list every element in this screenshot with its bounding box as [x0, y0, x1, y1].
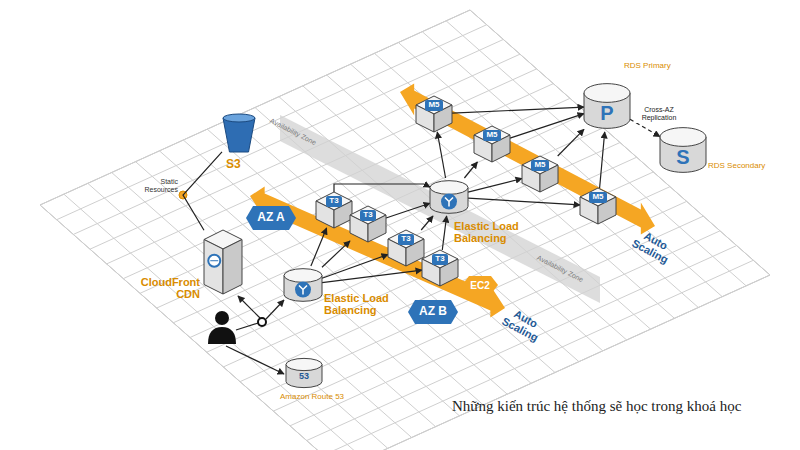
- s3-bucket: S3: [222, 112, 256, 154]
- load-balancer-shape: [430, 178, 468, 216]
- node-text: AZ A: [257, 211, 285, 224]
- cloudfront-box-shape: [204, 230, 242, 294]
- cloudfront-box: CloudFront CDN: [204, 230, 242, 294]
- instance-cube: T3: [388, 230, 424, 266]
- user-icon: [208, 311, 236, 344]
- availability-zone-band: [280, 115, 600, 303]
- route53-box: 53Amazon Route 53: [286, 356, 322, 390]
- grid-lines: [40, 10, 770, 450]
- floor-plane: [40, 10, 770, 450]
- load-balancer-shape: [284, 266, 322, 304]
- auto-scaling-band: [400, 83, 655, 234]
- grid-line: [223, 172, 653, 367]
- caption: Những kiến trúc hệ thống sẽ học trong kh…: [452, 398, 792, 415]
- edge-label: Cross-AZ Replication: [635, 105, 683, 122]
- node-text: T3: [398, 234, 413, 245]
- s3-bucket-shape: [222, 112, 256, 154]
- node-text: M5: [589, 192, 606, 203]
- node-text: P: [600, 102, 613, 124]
- node-text: Elastic Load Balancing: [324, 292, 406, 316]
- node-text: CloudFront CDN: [124, 276, 200, 300]
- junction-dot: [258, 318, 266, 326]
- connector: [600, 132, 605, 188]
- connector: [558, 129, 584, 156]
- rds-database: SRDS Secondary: [660, 124, 706, 176]
- node-text: Elastic Load Balancing: [454, 220, 534, 244]
- node-text: T3: [326, 196, 341, 207]
- instance-cube: T3: [350, 206, 386, 242]
- connector: [510, 114, 584, 139]
- instance-cube: T3: [316, 192, 352, 228]
- grid-line: [340, 275, 770, 450]
- connector: [334, 184, 430, 192]
- load-balancer: Elastic Load Balancing: [284, 266, 322, 304]
- node-text: RDS Secondary: [708, 162, 772, 171]
- connector: [442, 216, 446, 250]
- connector: [386, 203, 430, 218]
- connector: [468, 179, 522, 193]
- connector: [322, 241, 350, 267]
- connector: [421, 216, 433, 230]
- resource-label: Static Resources: [128, 178, 178, 193]
- connector: [464, 162, 477, 178]
- connector: [452, 107, 584, 113]
- grid-line: [190, 143, 620, 338]
- instance-cube: T3: [422, 250, 458, 286]
- az-tag: AZ A: [246, 206, 296, 230]
- node-text: M5: [531, 160, 548, 171]
- grid-line: [323, 260, 753, 450]
- node-text: EC2: [470, 280, 489, 291]
- instance-cube: M5: [580, 188, 616, 224]
- node-text: S: [676, 146, 689, 168]
- load-balancer: Elastic Load Balancing: [430, 178, 468, 216]
- az-tag: AZ B: [408, 300, 458, 324]
- node-text: T3: [432, 254, 447, 265]
- connector: [311, 228, 327, 266]
- node-text: 53: [299, 372, 309, 382]
- node-text: T3: [360, 210, 375, 221]
- grid-line: [157, 113, 587, 308]
- connector: [322, 255, 388, 279]
- connector: [468, 198, 580, 205]
- ec2-tag: EC2: [462, 276, 498, 294]
- instance-cube: M5: [522, 156, 558, 192]
- instance-cube: M5: [416, 96, 452, 132]
- connector: [322, 270, 422, 282]
- rds-database: PRDS Primary: [584, 80, 630, 132]
- connector: [183, 152, 222, 230]
- node-text: M5: [425, 100, 442, 111]
- user-links: [226, 296, 284, 374]
- node-text: M5: [483, 130, 500, 141]
- grid-line: [231, 118, 531, 383]
- instance-cube: M5: [474, 126, 510, 162]
- grid-line: [422, 32, 722, 297]
- node-text: AZ B: [419, 305, 447, 318]
- connector: [437, 132, 445, 178]
- node-text: RDS Primary: [624, 62, 688, 71]
- node-text: Amazon Route 53: [280, 393, 352, 402]
- node-text: S3: [226, 158, 256, 171]
